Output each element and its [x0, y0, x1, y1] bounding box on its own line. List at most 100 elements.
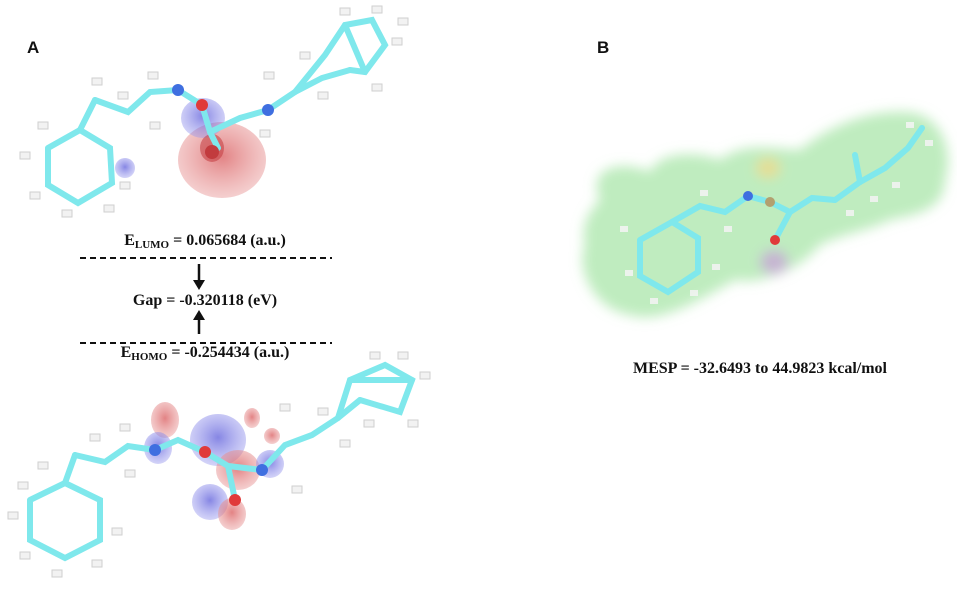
mesp-hydrogen	[846, 210, 854, 216]
lumo-chain-left	[92, 87, 181, 116]
mesp-hydrogen	[724, 226, 732, 232]
lumo-hydrogen	[117, 91, 129, 100]
mesp-negative-spot	[760, 250, 788, 274]
homo-lobe	[151, 402, 179, 438]
mesp-hydrogen	[925, 140, 933, 146]
mesp-chain-mid	[767, 194, 838, 216]
mesp-oxygen	[765, 197, 775, 207]
lumo-hydrogen	[397, 17, 409, 26]
mesp-hydrogen	[906, 122, 914, 128]
homo-nitrogen	[149, 444, 161, 456]
homo-hydrogen	[363, 419, 375, 428]
mesp-hydrogen	[712, 264, 720, 270]
mesp-range-label: MESP = -32.6493 to 44.9823 kcal/mol	[633, 360, 887, 377]
homo-oxygen	[199, 446, 211, 458]
lumo-value: = 0.065684 (a.u.)	[169, 232, 286, 249]
lumo-hydrogen	[37, 121, 49, 130]
panel-label-a: A	[27, 38, 40, 57]
homo-right-ring	[335, 361, 416, 421]
homo-hydrogen	[124, 469, 136, 478]
homo-subscript: HOMO	[131, 351, 168, 363]
mesp-hydrogen	[870, 196, 878, 202]
homo-molecule	[27, 361, 416, 562]
homo-ring-chain	[62, 452, 78, 486]
lumo-hydrogen	[263, 71, 275, 80]
homo-heteroatoms	[149, 444, 268, 506]
homo-chain-left	[72, 442, 158, 466]
homo-ring	[27, 479, 103, 562]
homo-lobe	[218, 498, 246, 530]
lumo-hydrogen	[91, 77, 103, 86]
mesp-heteroatoms	[743, 191, 780, 245]
lumo-right-ring-bond	[342, 22, 368, 75]
lumo-chain-right	[207, 67, 353, 135]
homo-oxygen-2	[229, 494, 241, 506]
mesp-hydrogen	[650, 298, 658, 304]
lumo-hydrogen	[317, 91, 329, 100]
homo-hydrogens	[7, 351, 431, 578]
homo-hydrogen	[89, 433, 101, 442]
lumo-ring-chain	[77, 97, 98, 133]
lumo-hydrogen	[391, 37, 403, 46]
lumo-hydrogen	[119, 181, 131, 190]
lumo-hydrogen	[259, 129, 271, 138]
mesp-nitrogen	[743, 191, 753, 201]
mesp-hydrogens	[620, 122, 933, 304]
lumo-nitrogen	[172, 84, 184, 96]
homo-hydrogen	[419, 371, 431, 380]
homo-hydrogen	[119, 423, 131, 432]
mesp-chain-branch-2	[852, 152, 863, 185]
up-arrow-head	[193, 310, 205, 320]
homo-value: = -0.254434 (a.u.)	[167, 344, 290, 361]
mesp-hydrogen	[700, 190, 708, 196]
lumo-subscript: LUMO	[134, 239, 170, 251]
lumo-nitrogen-2	[262, 104, 274, 116]
lumo-hydrogen	[29, 191, 41, 200]
mesp-positive-spot	[756, 158, 780, 178]
lumo-heteroatoms	[172, 84, 274, 159]
lumo-ring	[45, 126, 116, 207]
homo-symbol: E	[120, 344, 132, 361]
homo-lobe	[264, 428, 280, 444]
homo-hydrogen	[7, 511, 19, 520]
mesp-hydrogen	[892, 182, 900, 188]
lumo-hydrogen	[61, 209, 73, 218]
homo-hydrogen	[339, 439, 351, 448]
homo-hydrogen	[111, 527, 123, 536]
homo-hydrogen	[51, 569, 63, 578]
homo-hydrogen	[279, 403, 291, 412]
homo-energy-label: EHOMO = -0.254434 (a.u.)	[100, 344, 310, 363]
lumo-orbital-lobes	[115, 98, 266, 198]
homo-hydrogen	[19, 551, 31, 560]
homo-hydrogen	[91, 559, 103, 568]
mesp-surface	[582, 111, 949, 318]
lumo-hydrogen	[147, 71, 159, 80]
lumo-oxygen	[196, 99, 208, 111]
panel-label-b: B	[597, 38, 610, 57]
homo-hydrogen	[291, 485, 303, 494]
gap-energy-label: Gap = -0.320118 (eV)	[132, 292, 278, 309]
lumo-negative-lobe-small	[115, 158, 135, 178]
homo-hydrogen	[407, 419, 419, 428]
lumo-hydrogen	[299, 51, 311, 60]
mesp-surface-body	[582, 111, 949, 318]
homo-lobe	[244, 408, 260, 428]
energy-diagram	[80, 257, 332, 344]
lumo-hydrogens	[19, 5, 409, 218]
lumo-positive-lobe-large	[178, 122, 266, 198]
lumo-hydrogen	[103, 204, 115, 213]
homo-hydrogen	[37, 461, 49, 470]
mesp-chain-right	[832, 125, 925, 203]
homo-hydrogen	[369, 351, 381, 360]
down-arrow-head	[193, 280, 205, 290]
lumo-hydrogen	[371, 83, 383, 92]
mesp-hydrogen	[690, 290, 698, 296]
lumo-oxygen-2	[205, 145, 219, 159]
lumo-hydrogen	[149, 121, 161, 130]
mesp-molecule	[637, 125, 925, 296]
lumo-hydrogen	[19, 151, 31, 160]
homo-nitrogen-2	[256, 464, 268, 476]
homo-hydrogen	[17, 481, 29, 490]
lumo-symbol: E	[124, 232, 135, 249]
homo-hydrogen	[317, 407, 329, 416]
